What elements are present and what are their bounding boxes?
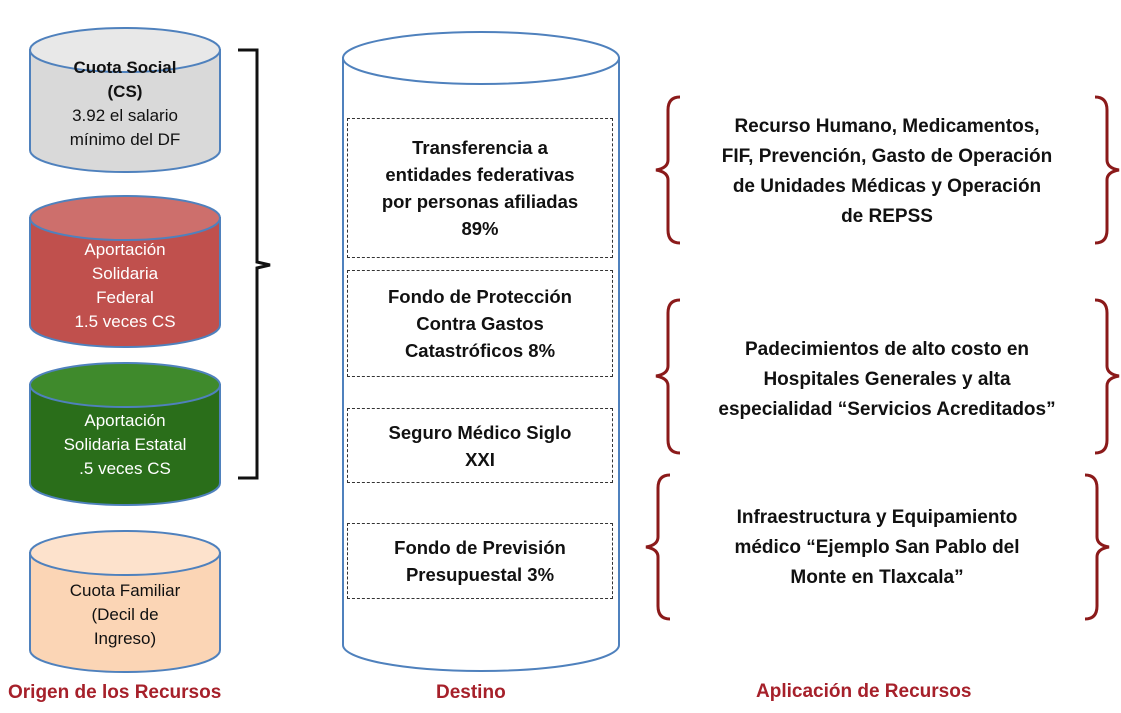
aportacion-federal-line-3: Federal: [96, 288, 154, 307]
destino-box-3-line-2: XXI: [465, 448, 495, 470]
aportacion-estatal-line-3: .5 veces CS: [79, 459, 171, 478]
destino-box-transferencia: Transferencia a entidades federativas po…: [347, 118, 613, 258]
footer-destino: Destino: [436, 682, 506, 703]
aplicacion-3-line-2: médico “Ejemplo San Pablo del: [734, 537, 1020, 558]
destino-box-2-line-3: Catastróficos 8%: [404, 340, 556, 361]
aportacion-federal-line-1: Aportación: [84, 240, 166, 259]
aplicacion-item-2: Padecimientos de alto costo en Hospitale…: [682, 330, 1092, 430]
aplicacion-1-line-4: de REPSS: [841, 206, 933, 227]
destino-box-fondo-prevision: Fondo de Previsión Presupuestal 3%: [347, 523, 613, 599]
aplicacion-3-line-1: Infraestructura y Equipamiento: [736, 507, 1018, 528]
destino-box-seguro-medico: Seguro Médico Siglo XXI: [347, 408, 613, 483]
cuota-social-title-1: Cuota Social: [73, 58, 177, 77]
cuota-familiar-line-1: Cuota Familiar: [69, 581, 181, 600]
aportacion-estatal-line-1: Aportación: [84, 411, 166, 430]
brace-right-2: [1094, 298, 1120, 455]
cuota-social-label: Cuota Social (CS) 3.92 el salario mínimo…: [30, 46, 220, 162]
aplicacion-3-line-3: Monte en Tlaxcala”: [790, 567, 964, 588]
destino-box-1-line-3: por personas afiliadas: [381, 191, 579, 212]
destino-box-4-line-1: Fondo de Previsión: [394, 537, 566, 558]
aportacion-federal-label: Aportación Solidaria Federal 1.5 veces C…: [30, 228, 220, 344]
destino-box-fondo-proteccion: Fondo de Protección Contra Gastos Catast…: [347, 270, 613, 377]
destino-box-2-line-1: Fondo de Protección: [388, 286, 572, 307]
cuota-social-body-1: 3.92 el salario: [72, 106, 178, 125]
cuota-familiar-line-2: (Decil de: [91, 605, 159, 624]
cuota-familiar-label: Cuota Familiar (Decil de Ingreso): [30, 570, 220, 660]
aplicacion-2-line-3: especialidad “Servicios Acreditados”: [718, 399, 1056, 420]
cylinder-aportacion-federal: [29, 195, 221, 348]
aportacion-federal-line-2: Solidaria: [91, 264, 159, 283]
cuota-social-title-2: (CS): [107, 82, 143, 101]
footer-origen: Origen de los Recursos: [8, 682, 222, 703]
brace-right-3: [1084, 473, 1110, 621]
aplicacion-item-1: Recurso Humano, Medicamentos, FIF, Preve…: [682, 108, 1092, 236]
aportacion-federal-line-4: 1.5 veces CS: [74, 312, 176, 331]
destino-box-1-line-4: 89%: [461, 218, 499, 239]
destino-box-1-line-1: Transferencia a: [412, 137, 548, 158]
destino-box-2-line-2: Contra Gastos: [416, 313, 544, 334]
cylinder-cuota-familiar: [29, 530, 221, 673]
cuota-social-body-2: mínimo del DF: [69, 130, 181, 149]
brace-left-1: [655, 95, 681, 245]
aplicacion-1-line-2: FIF, Prevención, Gasto de Operación: [721, 146, 1053, 167]
aplicacion-2-line-1: Padecimientos de alto costo en: [744, 339, 1030, 360]
brace-left-2: [655, 298, 681, 455]
cylinder-cuota-social: [29, 27, 221, 173]
aportacion-estatal-label: Aportación Solidaria Estatal .5 veces CS: [30, 400, 220, 490]
brace-left-3: [645, 473, 671, 621]
aplicacion-1-line-1: Recurso Humano, Medicamentos,: [734, 116, 1040, 137]
aplicacion-1-line-3: de Unidades Médicas y Operación: [732, 176, 1042, 197]
aportacion-estatal-line-2: Solidaria Estatal: [63, 435, 187, 454]
origin-bracket: [238, 48, 271, 480]
aplicacion-item-3: Infraestructura y Equipamiento médico “E…: [672, 498, 1082, 598]
destino-box-1-line-2: entidades federativas: [385, 164, 575, 185]
aplicacion-2-line-2: Hospitales Generales y alta: [763, 369, 1011, 390]
destino-box-3-line-1: Seguro Médico Siglo: [388, 421, 572, 443]
aplicacion-braces: [645, 95, 1120, 621]
cylinder-aportacion-estatal: [29, 362, 221, 506]
brace-right-1: [1094, 95, 1120, 245]
destino-box-4-line-2: Presupuestal 3%: [405, 564, 555, 585]
cuota-familiar-line-3: Ingreso): [93, 629, 157, 648]
footer-aplicacion: Aplicación de Recursos: [756, 681, 972, 702]
